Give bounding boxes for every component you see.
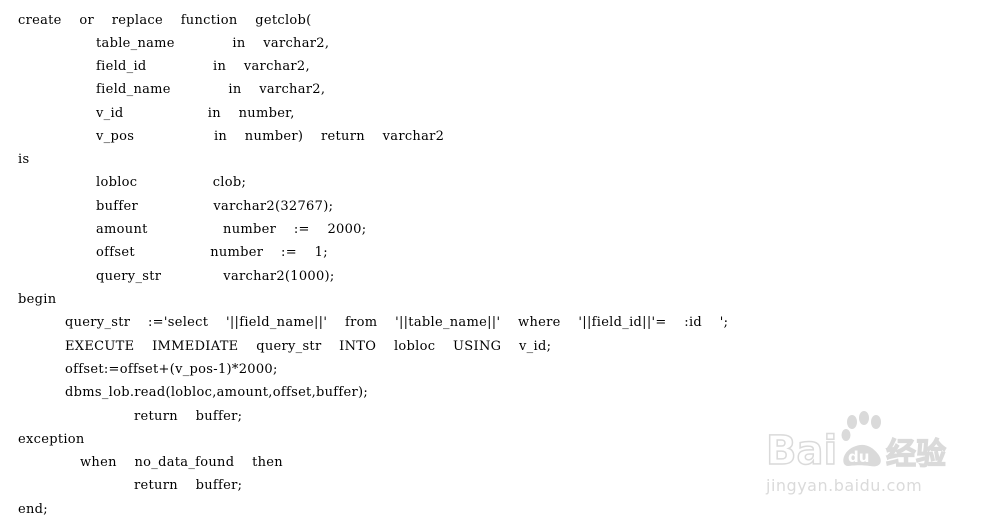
code-line: end; (18, 502, 48, 517)
code-line: dbms_lob.read(lobloc,amount,offset,buffe… (65, 385, 369, 400)
code-line: exception (18, 432, 85, 447)
svg-text:经验: 经验 (886, 437, 946, 472)
code-line: table_name in varchar2, (96, 36, 330, 51)
code-line: buffer varchar2(32767); (96, 199, 334, 214)
baidu-logo-icon: Bai du 经验 (765, 411, 947, 474)
code-line: create or replace function getclob( (18, 13, 312, 28)
code-line: amount number := 2000; (96, 222, 367, 237)
code-line: v_id in number, (96, 106, 295, 121)
watermark-url: jingyan.baidu.com (766, 476, 923, 495)
code-line: lobloc clob; (96, 175, 247, 190)
code-line: begin (18, 292, 57, 307)
baidu-jingyan-watermark: Bai du 经验 jingyan.baidu.com (764, 408, 954, 508)
code-line: query_str varchar2(1000); (96, 269, 335, 284)
svg-text:Bai: Bai (766, 428, 837, 474)
code-line: query_str :='select '||field_name||' fro… (65, 315, 729, 330)
code-line: field_id in varchar2, (96, 59, 310, 74)
code-line: is (18, 152, 30, 167)
code-line: offset number := 1; (96, 245, 328, 260)
code-line: field_name in varchar2, (96, 82, 326, 97)
code-line: when no_data_found then (80, 455, 283, 470)
code-line: EXECUTE IMMEDIATE query_str INTO lobloc … (65, 339, 552, 354)
code-line: offset:=offset+(v_pos-1)*2000; (65, 362, 278, 377)
svg-text:du: du (848, 448, 869, 466)
code-line: return buffer; (134, 478, 243, 493)
code-line: v_pos in number) return varchar2 (96, 129, 445, 144)
code-line: return buffer; (134, 409, 243, 424)
